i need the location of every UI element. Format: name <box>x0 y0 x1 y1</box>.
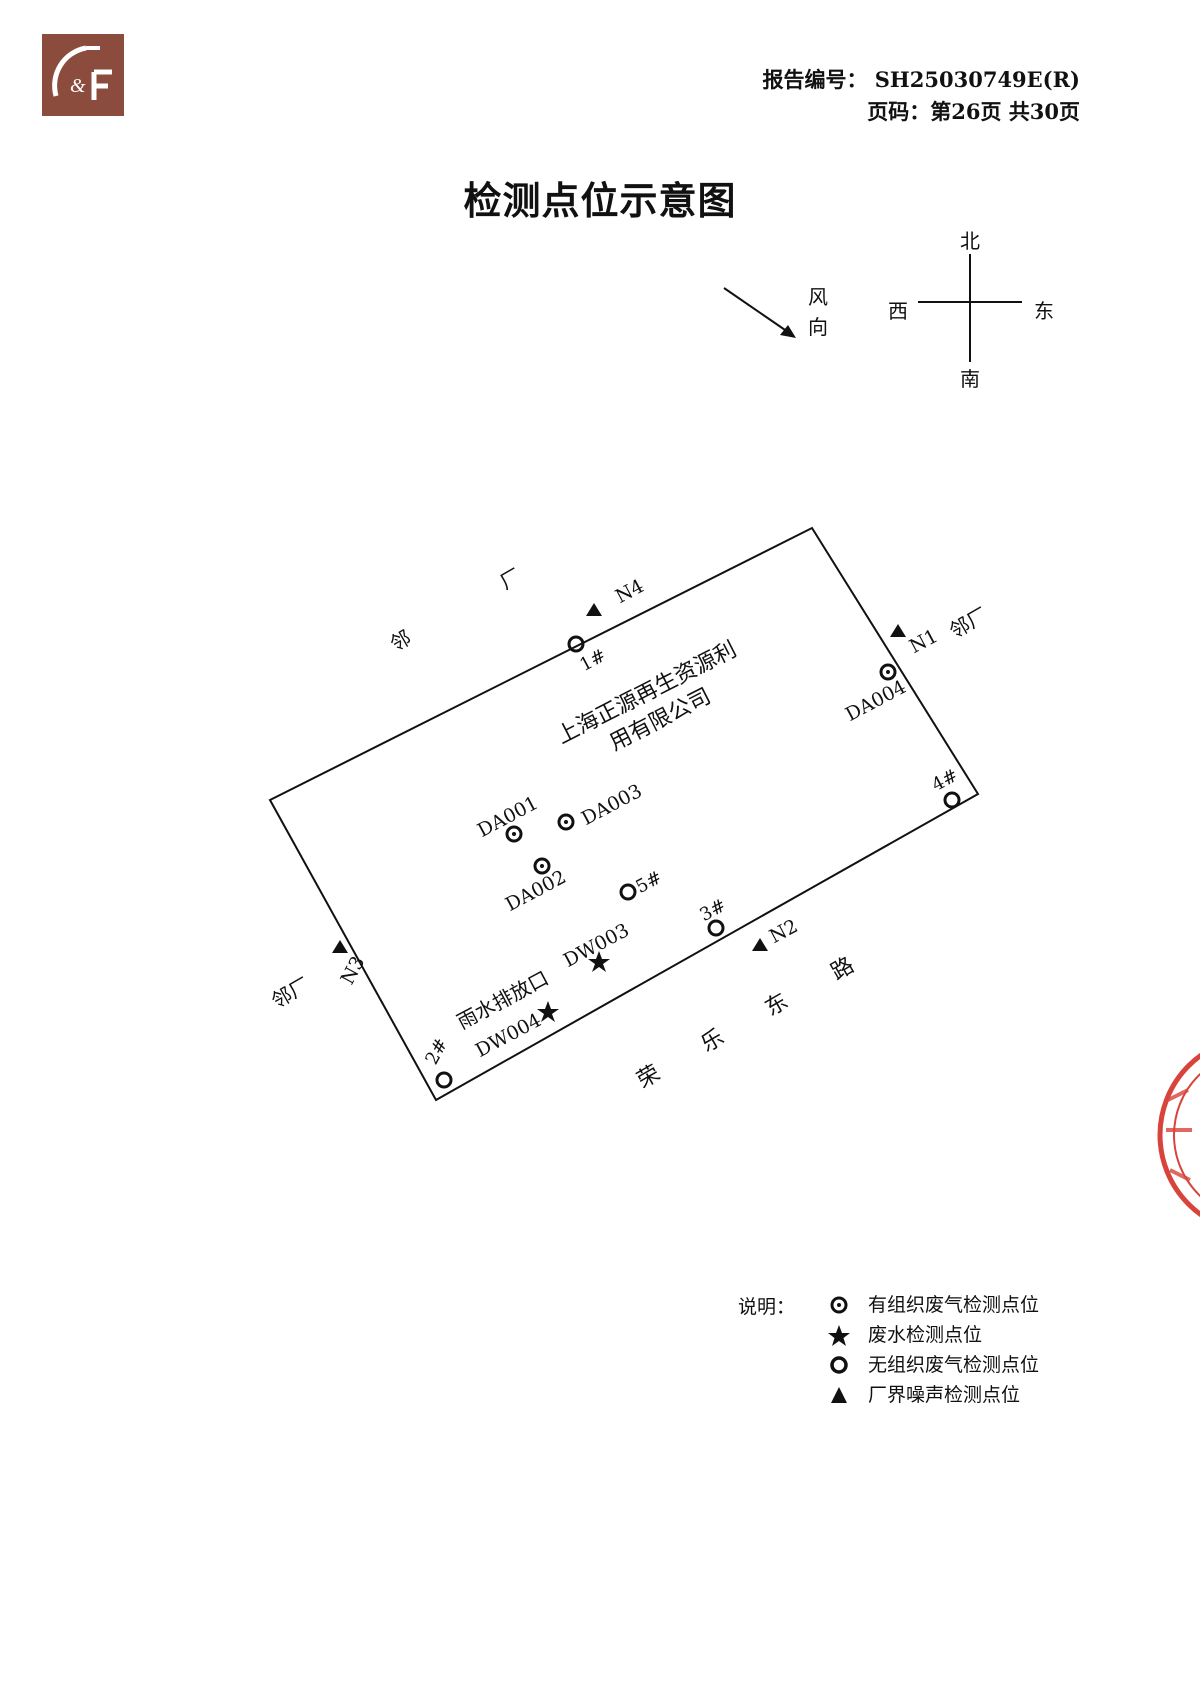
star-icon <box>828 1325 850 1346</box>
svg-text:5#: 5# <box>632 867 665 898</box>
circle-icon <box>943 791 961 809</box>
site-boundary <box>268 526 980 1102</box>
neighbor-north-1: 邻 <box>386 625 415 656</box>
dotted-circle-icon <box>830 1296 848 1314</box>
star-icon <box>537 1001 559 1022</box>
road-char-3: 东 <box>761 989 793 1022</box>
official-seal <box>1148 1030 1200 1240</box>
wind-direction: 风 向 <box>723 285 828 339</box>
organized-gas-da003: DA003 <box>557 780 646 831</box>
compass-west: 西 <box>888 299 908 323</box>
triangle-icon <box>752 938 768 951</box>
neighbor-north-2: 厂 <box>496 563 525 594</box>
svg-text:3#: 3# <box>696 895 729 926</box>
compass-north: 北 <box>960 229 980 253</box>
neighbor-east: 邻厂 <box>945 602 992 643</box>
circle-icon <box>830 1356 848 1374</box>
gas-point-2: 2# <box>421 1035 453 1089</box>
svg-text:DA004: DA004 <box>842 676 910 726</box>
legend-label: 说明： <box>738 1296 796 1318</box>
legend-item-noise: 厂界噪声检测点位 <box>826 1382 1146 1412</box>
compass-east: 东 <box>1034 299 1054 323</box>
noise-point-n4: N4 <box>586 575 648 616</box>
svg-text:N2: N2 <box>766 915 802 948</box>
triangle-icon <box>586 603 602 616</box>
compass-south: 南 <box>960 367 980 391</box>
svg-text:2#: 2# <box>421 1035 452 1068</box>
noise-point-n1: N1 <box>890 624 942 658</box>
triangle-icon <box>890 624 906 637</box>
svg-text:DA002: DA002 <box>502 866 570 916</box>
neighbor-west: 邻厂 <box>267 972 314 1013</box>
wastewater-dw003: DW003 <box>560 919 633 972</box>
circle-icon <box>707 919 725 937</box>
organized-gas-da001: DA001 <box>474 792 542 843</box>
svg-text:N4: N4 <box>612 575 648 608</box>
star-icon <box>588 951 610 972</box>
gas-point-3: 3# <box>696 895 730 937</box>
noise-point-n2: N2 <box>752 915 802 951</box>
company-logo: & <box>42 34 124 116</box>
road-char-4: 路 <box>827 953 859 986</box>
organized-gas-da002: DA002 <box>502 857 570 916</box>
gas-point-4: 4# <box>928 765 962 809</box>
svg-text:&: & <box>70 75 86 97</box>
circle-icon <box>567 635 585 653</box>
legend-item-organized-gas: 有组织废气检测点位 <box>826 1292 1146 1322</box>
gas-point-5: 5# <box>619 867 666 901</box>
compass-rose: 北 南 西 东 <box>888 229 1054 391</box>
wind-label-2: 向 <box>808 315 828 339</box>
svg-text:N1: N1 <box>906 625 942 658</box>
svg-text:DA003: DA003 <box>578 780 646 830</box>
page-title: 检测点位示意图 <box>463 178 737 223</box>
road-char-1: 荣 <box>633 1061 665 1094</box>
legend-item-wastewater: 废水检测点位 <box>826 1322 1146 1352</box>
dotted-circle-icon <box>505 825 523 843</box>
dotted-circle-icon <box>879 663 897 681</box>
svg-text:4#: 4# <box>928 765 961 796</box>
triangle-icon <box>831 1387 847 1403</box>
page-number: 页码：第26页 共30页 <box>867 99 1080 124</box>
organized-gas-da004: DA004 <box>842 663 910 726</box>
gas-point-1: 1# <box>567 635 610 676</box>
road-char-2: 乐 <box>697 1025 729 1058</box>
wastewater-dw004: 雨水排放口 DW004 <box>453 966 559 1062</box>
report-number: 报告编号： SH25030749E(R) <box>762 67 1080 92</box>
legend-item-unorganized-gas: 无组织废气检测点位 <box>826 1352 1146 1382</box>
arrow-head-icon <box>780 325 796 338</box>
triangle-icon <box>332 940 348 953</box>
wind-label-1: 风 <box>808 285 828 309</box>
dotted-circle-icon <box>533 857 551 875</box>
svg-text:N3: N3 <box>337 953 370 989</box>
report-header: 报告编号： SH25030749E(R) 页码：第26页 共30页 <box>760 64 1080 128</box>
circle-icon <box>619 883 637 901</box>
dotted-circle-icon <box>557 813 575 831</box>
circle-icon <box>435 1071 453 1089</box>
